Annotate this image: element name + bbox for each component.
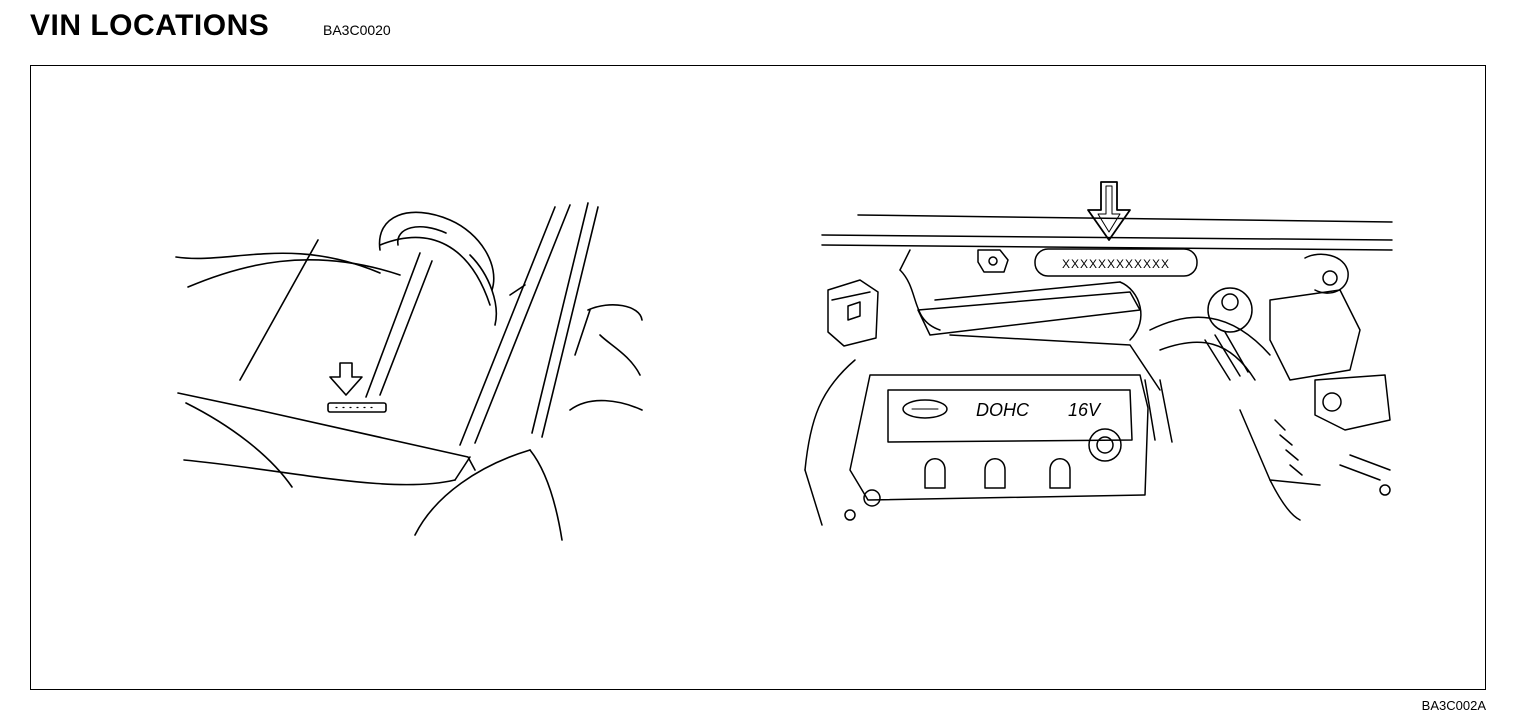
figure-code: BA3C002A — [1421, 698, 1486, 713]
figure-frame — [30, 65, 1486, 690]
engine-bay-illustration: XXXXXXXXXXXX DOHC 16V — [804, 181, 1393, 526]
valve-label: 16V — [1068, 400, 1102, 420]
emblem — [902, 399, 948, 419]
engine-label: DOHC — [976, 400, 1030, 420]
page-title: VIN LOCATIONS — [30, 9, 270, 42]
down-arrow-icon — [1087, 181, 1131, 241]
down-arrow-icon — [329, 362, 363, 396]
document-code: BA3C0020 — [323, 22, 391, 38]
plate-text: XXXXXXXXXXXX — [1062, 257, 1170, 271]
vin-plate — [1034, 248, 1198, 277]
dashboard-illustration — [175, 202, 643, 541]
